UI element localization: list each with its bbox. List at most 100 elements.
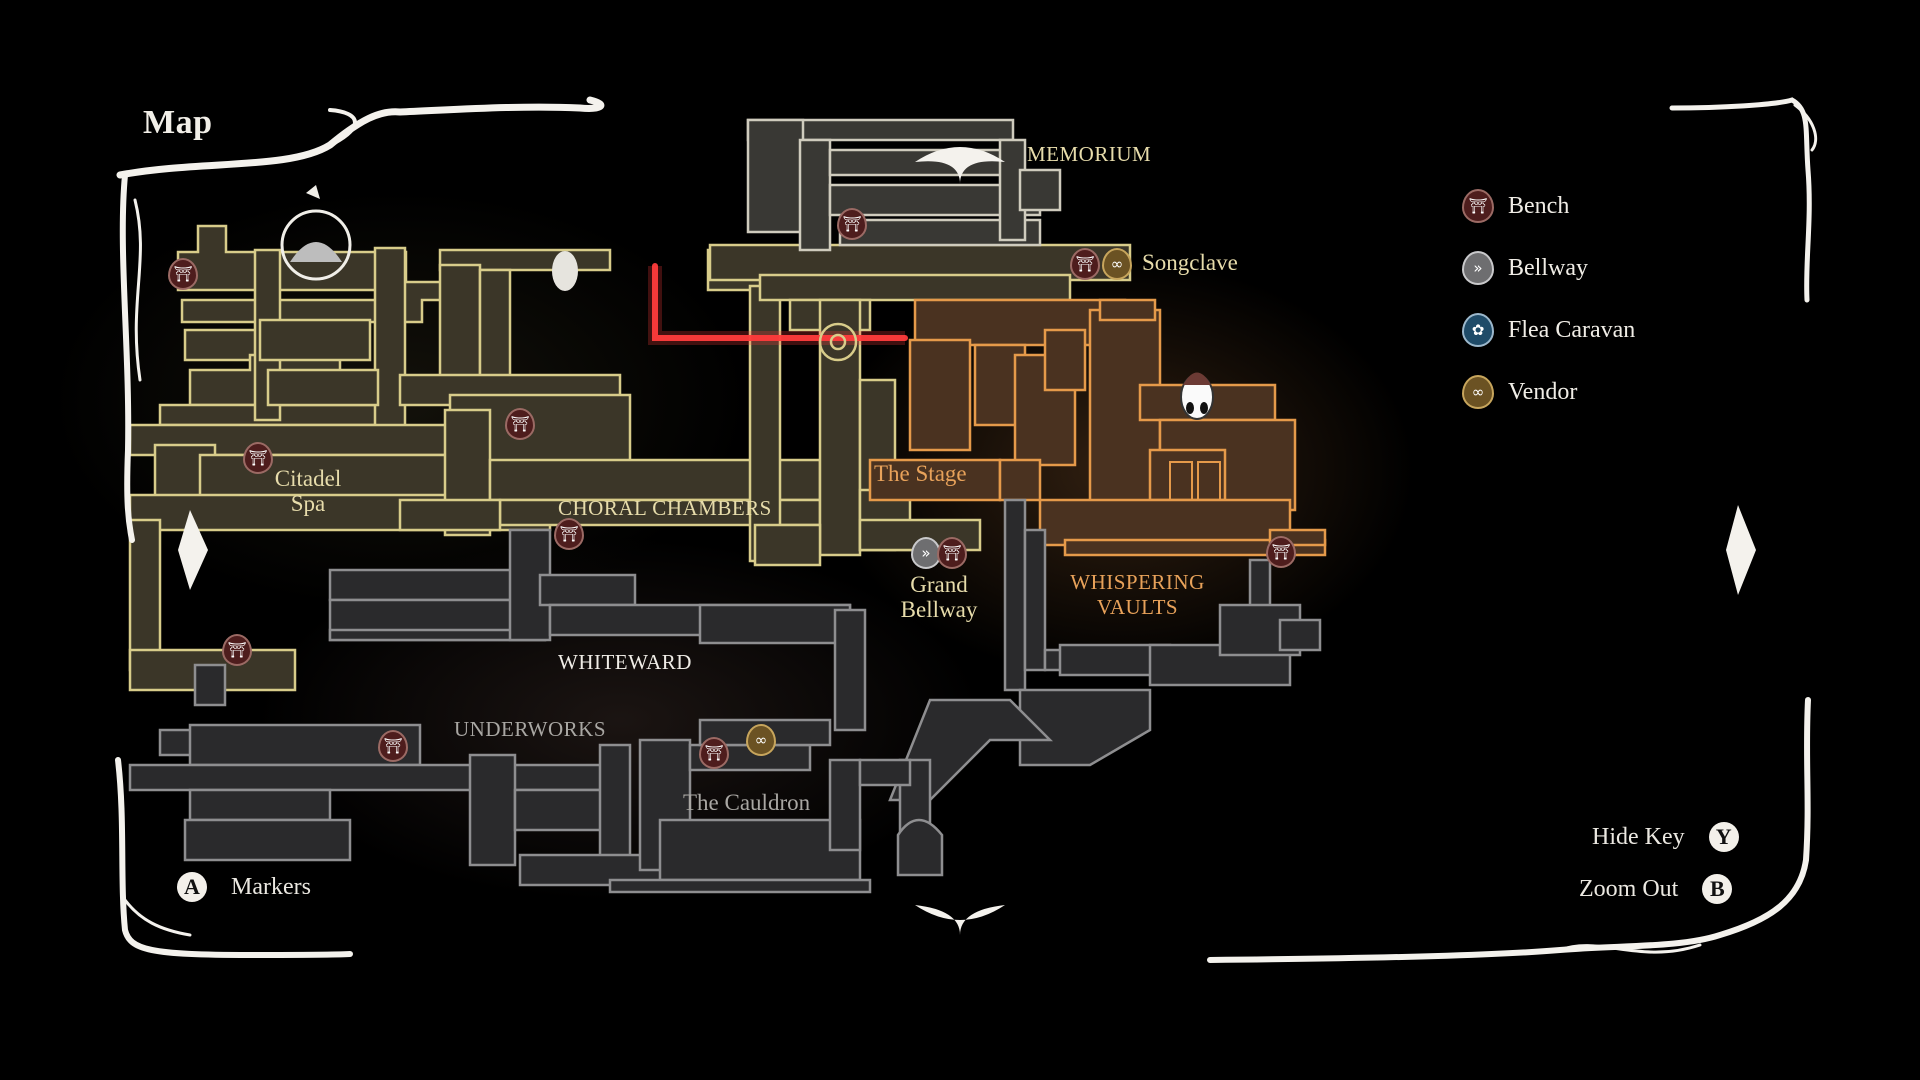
- room: [1043, 328, 1087, 392]
- bench-icon: ⛩: [559, 525, 579, 543]
- map-pin-bench[interactable]: ⛩: [168, 258, 198, 290]
- hide-key-hint[interactable]: Hide Key Y: [1592, 822, 1739, 852]
- region-label-line: WHISPERING: [1070, 570, 1205, 594]
- room: [818, 298, 862, 557]
- map-pin-bench[interactable]: ⛩: [505, 408, 535, 440]
- bellway-icon: »: [921, 544, 931, 562]
- bench-icon: ⛩: [1271, 543, 1291, 561]
- room: [1003, 498, 1027, 692]
- map-pin-bench[interactable]: ⛩: [837, 208, 867, 240]
- room: [758, 273, 1072, 302]
- explored-rooms: [128, 224, 1132, 692]
- legend-item-bench: ⛩ Bench: [1462, 186, 1569, 226]
- room: [838, 218, 1042, 247]
- room: [176, 224, 408, 292]
- room: [858, 758, 912, 787]
- place-label-songclave: Songclave: [1142, 250, 1238, 275]
- frame-ornament-top: [915, 147, 1005, 184]
- place-label-line: Spa: [290, 491, 326, 516]
- region-label-whiteward: WHITEWARD: [558, 650, 692, 674]
- legend-label: Bellway: [1508, 254, 1588, 281]
- room: [833, 608, 867, 732]
- unexplored-rooms: [128, 498, 1322, 894]
- room: [753, 523, 822, 567]
- page-title: Map: [143, 104, 213, 141]
- room: [468, 753, 517, 867]
- frame-ornament-bottom: [915, 905, 1005, 935]
- bench-icon: ⛩: [942, 544, 962, 562]
- cocoon-icon: [552, 251, 578, 291]
- map-pin-bench[interactable]: ⛩: [1266, 536, 1296, 568]
- waypoint-ring-icon: [818, 322, 858, 362]
- hide-key-label: Hide Key: [1592, 823, 1685, 850]
- bench-icon: ⛩: [1462, 189, 1494, 223]
- place-label-line: Citadel: [274, 466, 342, 491]
- room: [828, 758, 862, 852]
- frame-ornament-right: [1726, 505, 1756, 595]
- room: [1148, 448, 1227, 502]
- room: [1063, 538, 1327, 557]
- legend-label: Vendor: [1508, 378, 1578, 405]
- room: [698, 603, 852, 645]
- player-marker-icon: [1180, 372, 1214, 420]
- place-label-grand-bellway: Grand Bellway: [898, 572, 980, 622]
- room: [828, 148, 1022, 177]
- markers-hint[interactable]: A Markers: [177, 872, 311, 902]
- region-label-memorium: MEMORIUM: [1027, 142, 1152, 166]
- a-button-icon: A: [177, 872, 207, 902]
- bench-icon: ⛩: [1075, 255, 1095, 273]
- room: [828, 183, 1042, 217]
- room: [128, 763, 612, 792]
- citadel-landmark-icon: [280, 185, 352, 281]
- room: [1098, 298, 1157, 322]
- map-pin-bench[interactable]: ⛩: [937, 537, 967, 569]
- place-label-citadel-spa: Citadel Spa: [268, 466, 348, 516]
- room: [1278, 618, 1322, 652]
- room: [266, 368, 380, 407]
- region-label-line: VAULTS: [1096, 595, 1179, 619]
- room: [608, 878, 872, 894]
- map-pin-bench[interactable]: ⛩: [378, 730, 408, 762]
- map-pin-vendor[interactable]: ∞: [746, 724, 776, 756]
- zoom-out-hint[interactable]: Zoom Out B: [1579, 874, 1733, 904]
- room: [193, 663, 227, 707]
- room: [1023, 528, 1047, 672]
- markers-label: Markers: [231, 873, 311, 900]
- bench-icon: ⛩: [173, 265, 193, 283]
- region-label-underworks: UNDERWORKS: [454, 717, 607, 741]
- room: [998, 138, 1027, 242]
- map-pin-bench[interactable]: ⛩: [1070, 248, 1100, 280]
- map-pin-bench[interactable]: ⛩: [243, 442, 273, 474]
- room: [398, 498, 502, 532]
- room: [908, 338, 972, 452]
- b-button-icon: B: [1702, 874, 1733, 904]
- room: [188, 788, 332, 822]
- map-pin-bench[interactable]: ⛩: [699, 737, 729, 769]
- room: [258, 318, 372, 362]
- frame-ornament-left: [178, 510, 208, 590]
- zoom-out-label: Zoom Out: [1579, 875, 1679, 902]
- room: [896, 818, 944, 877]
- legend-label: Flea Caravan: [1508, 316, 1636, 343]
- bellway-icon: »: [1462, 251, 1494, 285]
- place-label-line: Grand: [910, 572, 968, 597]
- map-pin-bench[interactable]: ⛩: [222, 634, 252, 666]
- current-area-rooms: [868, 298, 1327, 557]
- region-label-choral-chambers: CHORAL CHAMBERS: [558, 496, 772, 520]
- bench-icon: ⛩: [227, 641, 247, 659]
- room: [1038, 498, 1292, 547]
- memorium-rooms: [746, 118, 1062, 252]
- map-pin-bench[interactable]: ⛩: [554, 518, 584, 550]
- room: [438, 263, 482, 387]
- region-label-whispering-vaults: WHISPERING VAULTS: [1070, 570, 1205, 620]
- place-label-line: Bellway: [900, 597, 978, 622]
- map-pin-vendor[interactable]: ∞: [1102, 248, 1132, 280]
- room: [746, 118, 805, 234]
- place-label-the-stage: The Stage: [874, 461, 967, 486]
- ornate-frame: [115, 96, 1818, 963]
- room: [538, 573, 637, 607]
- flea-caravan-icon: ✿: [1462, 313, 1494, 347]
- vendor-icon: ∞: [1110, 255, 1124, 273]
- place-label-the-cauldron: The Cauldron: [683, 790, 811, 815]
